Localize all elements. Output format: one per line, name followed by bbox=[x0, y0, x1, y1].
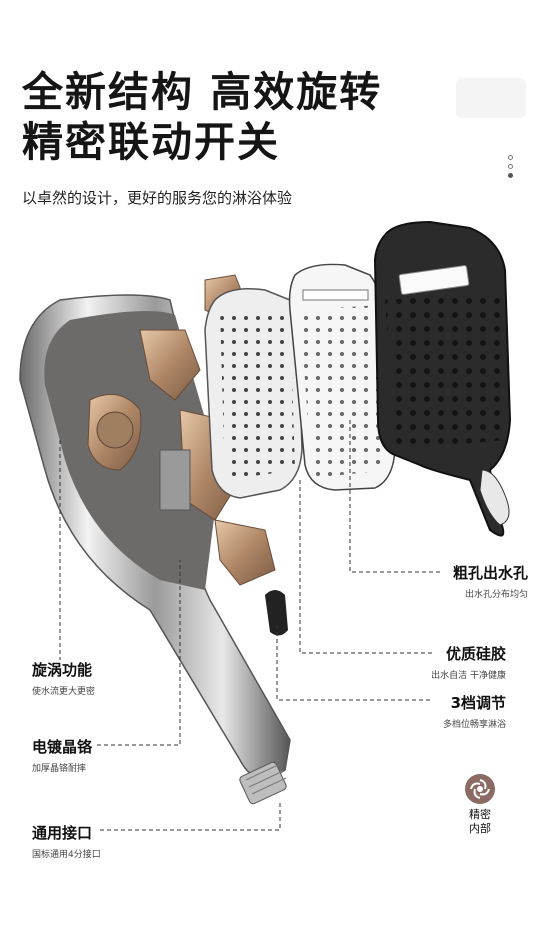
headline-line-1: 全新结构 高效旋转 bbox=[22, 68, 383, 116]
precision-badge: 精密 内部 bbox=[463, 774, 497, 836]
corner-decoration bbox=[456, 78, 526, 118]
headline-line-2: 精密联动开关 bbox=[22, 118, 280, 166]
front-faceplate bbox=[373, 220, 512, 537]
spray-plate-white bbox=[204, 288, 303, 499]
subtitle: 以卓然的设计，更好的服务您的淋浴体验 bbox=[22, 189, 293, 207]
label-gears-title: 3档调节 bbox=[450, 694, 506, 712]
label-plating-desc: 加厚晶铬耐摔 bbox=[32, 764, 87, 774]
label-connector-title: 通用接口 bbox=[32, 824, 93, 842]
label-nozzle-desc: 出水孔分布均匀 bbox=[464, 590, 528, 600]
label-nozzle: 粗孔出水孔 出水孔分布均匀 bbox=[453, 562, 528, 600]
label-silicone-desc: 出水自洁 干净健康 bbox=[431, 671, 506, 681]
page-dot[interactable] bbox=[508, 164, 513, 169]
label-silicone: 优质硅胶 出水自洁 干净健康 bbox=[431, 643, 506, 681]
switch-button bbox=[265, 590, 288, 636]
label-gears: 3档调节 多档位畅享淋浴 bbox=[443, 692, 506, 730]
page-dot[interactable] bbox=[508, 155, 513, 160]
swirl-icon bbox=[465, 774, 495, 804]
label-swirl-desc: 使水流更大更密 bbox=[32, 687, 96, 697]
label-swirl: 旋涡功能 使水流更大更密 bbox=[32, 659, 95, 697]
label-swirl-title: 旋涡功能 bbox=[32, 661, 93, 679]
page-dot-active[interactable] bbox=[508, 173, 513, 178]
threaded-connector bbox=[239, 761, 287, 805]
label-plating: 电镀晶铬 加厚晶铬耐摔 bbox=[32, 736, 92, 774]
badge-line-1: 精密 bbox=[469, 808, 491, 821]
silicone-plate bbox=[288, 263, 396, 491]
label-connector: 通用接口 国标通用4分接口 bbox=[32, 822, 101, 860]
leader-lines bbox=[59, 420, 440, 831]
label-gears-desc: 多档位畅享淋浴 bbox=[442, 720, 506, 730]
badge-line-2: 内部 bbox=[469, 822, 491, 835]
label-plating-title: 电镀晶铬 bbox=[32, 738, 93, 756]
label-silicone-title: 优质硅胶 bbox=[445, 645, 506, 663]
label-connector-desc: 国标通用4分接口 bbox=[32, 850, 101, 860]
page-dots-icon[interactable] bbox=[508, 155, 514, 182]
label-nozzle-title: 粗孔出水孔 bbox=[452, 564, 528, 582]
